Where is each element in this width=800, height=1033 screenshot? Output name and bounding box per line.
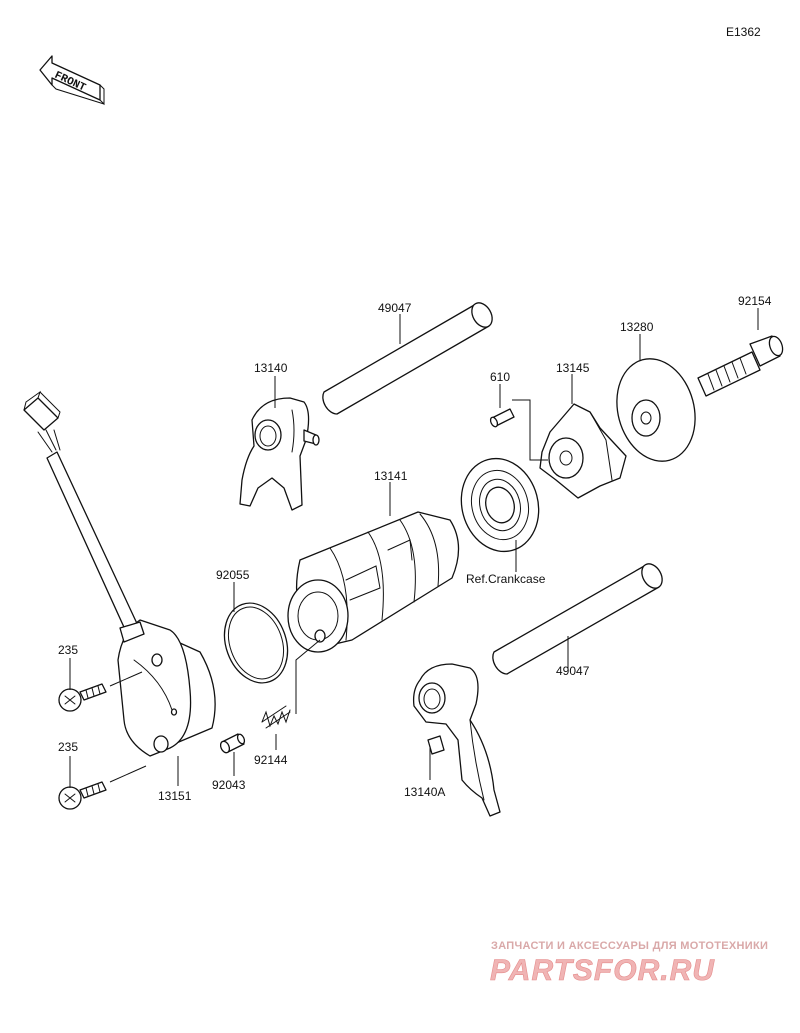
- label-o-ring: 92055: [216, 568, 250, 582]
- bolt-right: [697, 335, 784, 397]
- screw-lower: [58, 781, 107, 810]
- wire-harness: [23, 390, 145, 643]
- label-sensor-holder: 13151: [158, 789, 192, 803]
- plate: [616, 358, 696, 462]
- label-plunger: 92043: [212, 778, 246, 792]
- label-shift-drum: 13141: [374, 469, 408, 483]
- label-pin: 610: [490, 370, 510, 384]
- watermark: ЗАПЧАСТИ И АКСЕССУАРЫ ДЛЯ МОТОТЕХНИКИ PA…: [490, 940, 768, 987]
- shift-fork-right: [412, 663, 501, 817]
- label-screw-upper: 235: [58, 643, 78, 657]
- leader-lines: [69, 308, 759, 788]
- sensor-holder: [117, 619, 216, 757]
- pin: [489, 408, 515, 428]
- watermark-logo: PARTSFOR.RU: [490, 954, 715, 987]
- label-shift-rod-lower: 49047: [556, 664, 590, 678]
- shift-rod-upper: [322, 302, 493, 415]
- front-direction-arrow: FRONT: [39, 55, 105, 106]
- watermark-tagline: ЗАПЧАСТИ И АКСЕССУАРЫ ДЛЯ МОТОТЕХНИКИ: [491, 940, 768, 952]
- label-shift-fork-right: 13140A: [404, 785, 445, 799]
- label-reference-note: Ref.Crankcase: [466, 572, 546, 586]
- label-screw-lower: 235: [58, 740, 78, 754]
- shift-fork-left: [239, 397, 320, 511]
- label-plate: 13280: [620, 320, 654, 334]
- o-ring: [223, 602, 289, 684]
- drum-cam: [539, 403, 627, 499]
- diagram-code: E1362: [726, 25, 761, 39]
- part-labels: 49047 13140 610 13145 13280 92154 13141 …: [58, 294, 772, 803]
- shift-drum: [287, 511, 460, 653]
- label-drum-cam: 13145: [556, 361, 590, 375]
- label-shift-fork-left: 13140: [254, 361, 288, 375]
- screw-upper: [58, 683, 107, 712]
- label-bolt-right: 92154: [738, 294, 772, 308]
- shift-rod-lower: [492, 563, 663, 675]
- spring: [261, 705, 291, 729]
- plunger: [219, 733, 246, 754]
- bearing: [460, 457, 540, 553]
- label-spring: 92144: [254, 753, 288, 767]
- label-shift-rod-upper: 49047: [378, 301, 412, 315]
